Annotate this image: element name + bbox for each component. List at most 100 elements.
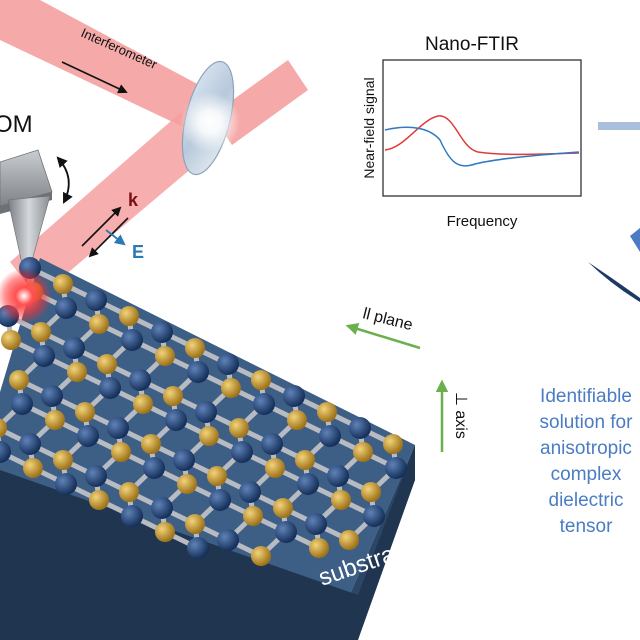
inset-ylabel: Near-field signal [361,77,377,178]
atom-dark [327,465,349,487]
atom-dark [41,385,63,407]
atom-dark [129,369,151,391]
atom-gold [97,354,117,374]
e-field-label: E [132,242,144,262]
atom-dark [217,529,239,551]
atom-dark [319,425,341,447]
atom-dark [151,497,173,519]
atom-dark [121,505,143,527]
inset-curve-blue [384,126,580,167]
atom-dark [385,457,407,479]
solution-line-5: dielectric [549,490,624,511]
atom-gold [221,378,241,398]
atom-gold [9,370,29,390]
atom-gold [317,402,337,422]
atom-dark [349,417,371,439]
atom-gold [331,490,351,510]
atom-dark [275,521,297,543]
k-arrow-down [88,217,129,258]
e-field-arrow [105,229,126,246]
atom-dark [253,393,275,415]
atom-gold [383,434,403,454]
solution-line-4: complex [551,464,622,485]
atom-gold [141,434,161,454]
atom-gold [295,450,315,470]
process-arrow-fragment [598,122,640,130]
atom-gold [111,442,131,462]
incoming-beam [0,0,218,135]
atom-gold [177,474,197,494]
substrate-right-side [330,445,415,640]
solution-line-1: Identifiable [540,386,632,407]
atomic-lattice [0,257,407,566]
laser-beams [0,0,308,298]
atom-gold [273,498,293,518]
atom-gold [1,330,21,350]
atom-dark [107,417,129,439]
atom-gold [229,418,249,438]
atom-dark [85,465,107,487]
curve-fragment-upper [630,228,640,252]
atom-dark [165,409,187,431]
atom-gold [339,530,359,550]
atom-dark [209,489,231,511]
atom-dark [297,473,319,495]
atom-gold [185,338,205,358]
tip-cone [7,195,51,283]
atom-gold [89,314,109,334]
atom-gold [53,274,73,294]
atom-gold [23,458,43,478]
tapping-arrow [56,156,73,204]
atom-gold [243,506,263,526]
atom-dark [55,297,77,319]
atom-dark [195,401,217,423]
atom-gold [155,522,175,542]
atom-dark [261,433,283,455]
atom-gold [119,482,139,502]
afm-tip [0,149,53,283]
atom-gold [251,546,271,566]
solution-line-3: anisotropic [540,438,632,459]
atom-gold [75,402,95,422]
nano-ftir-inset: Nano-FTIR Near-field signal Frequency [361,34,582,230]
atom-gold [53,450,73,470]
afm-label: OM [0,111,33,138]
atom-gold [89,490,109,510]
out-of-plane-label: ⊥ axis [452,392,469,439]
atom-dark [77,425,99,447]
interferometer-arrow [61,61,128,94]
atom-gold [133,394,153,414]
atom-dark [363,505,385,527]
atom-gold [0,418,7,438]
lens-flare [180,92,240,152]
atom-gold [361,482,381,502]
atom-gold [251,370,271,390]
atom-gold [265,458,285,478]
atom-dark [187,537,209,559]
curve-fragment-lower [588,262,640,302]
atom-gold [155,346,175,366]
atom-dark [231,441,253,463]
inset-curve-red [384,115,580,156]
atom-dark [0,441,11,463]
atom-dark [19,433,41,455]
atom-dark [121,329,143,351]
near-field-hotspot [0,268,52,324]
atom-gold [353,442,373,462]
k-arrow-up [81,206,122,247]
atom-dark [85,289,107,311]
beam-to-tip [10,100,225,298]
atom-gold [163,386,183,406]
in-plane-arrow [345,322,421,350]
atom-gold [45,410,65,430]
atom-gold [31,322,51,342]
atom-dark [63,337,85,359]
atom-dark [305,513,327,535]
solution-line-2: solution for [540,412,634,433]
atom-gold [119,306,139,326]
atom-gold [309,538,329,558]
atom-gold [207,466,227,486]
atom-dark [217,353,239,375]
atom-dark [99,377,121,399]
